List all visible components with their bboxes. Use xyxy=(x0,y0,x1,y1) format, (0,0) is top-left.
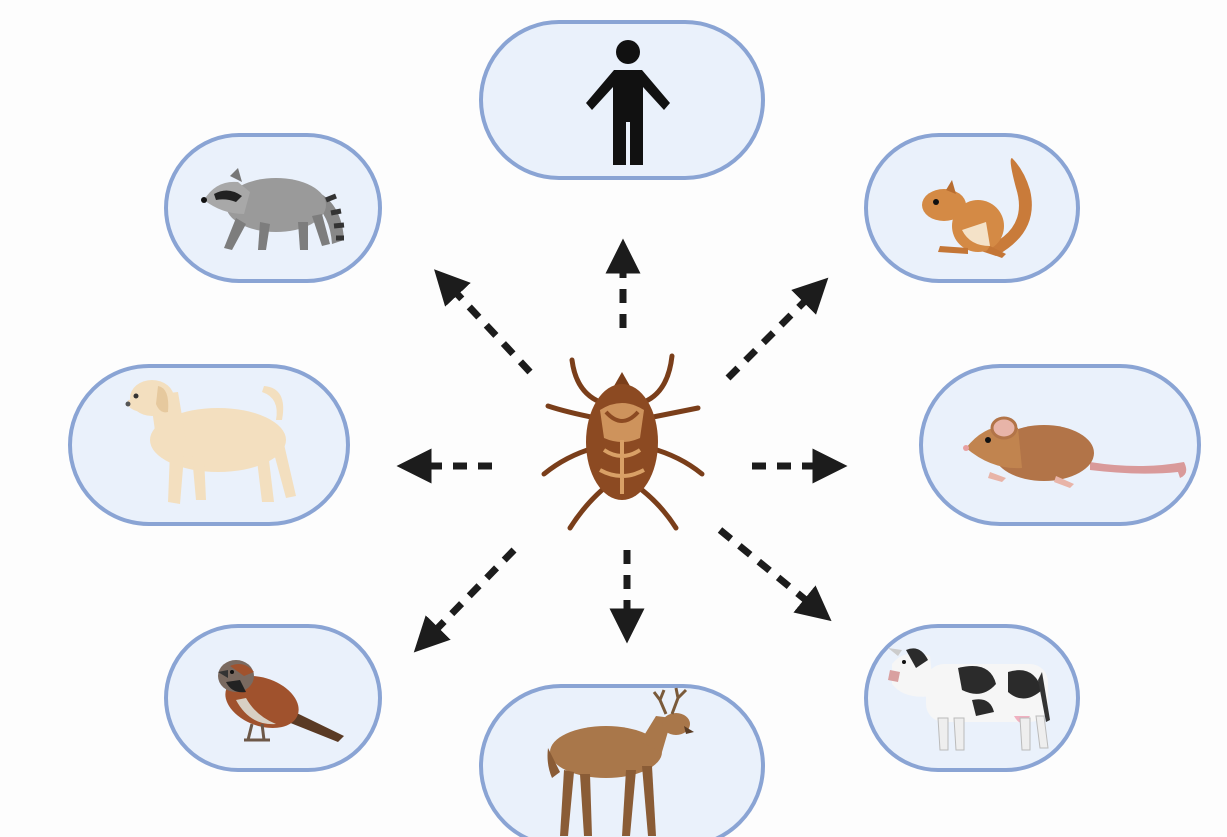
tick-icon xyxy=(544,356,702,528)
host-mouse xyxy=(921,366,1199,524)
host-human xyxy=(481,22,763,178)
host-squirrel xyxy=(866,135,1078,281)
arrow-to-squirrel xyxy=(728,290,816,378)
host-raccoon xyxy=(166,135,380,281)
arrow-to-sparrow xyxy=(426,550,514,640)
host-sparrow xyxy=(166,626,380,770)
host-dog xyxy=(70,366,348,524)
arrow-to-cow xyxy=(720,530,818,610)
arrow-to-raccoon xyxy=(446,282,530,372)
host-cow xyxy=(866,626,1078,770)
host-deer xyxy=(481,686,763,837)
